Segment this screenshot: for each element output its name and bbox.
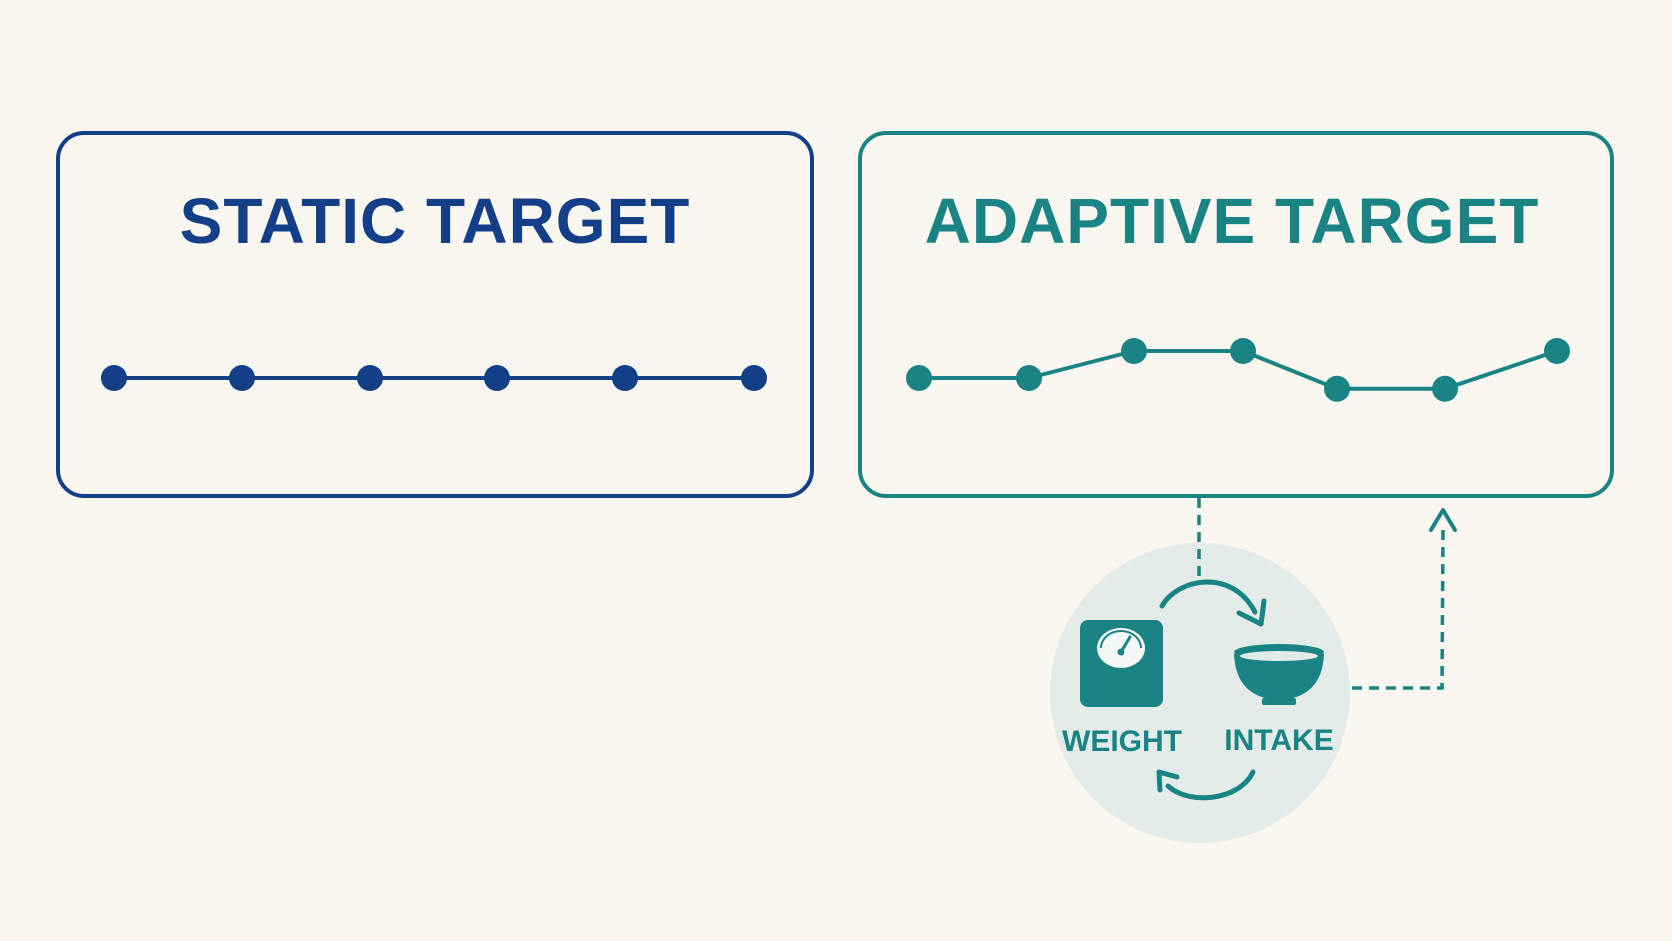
cycle-arrow-top-head-icon: [1236, 598, 1267, 627]
adaptive-target-line: [906, 338, 1570, 402]
cycle-arrow-top-icon: [1159, 579, 1258, 615]
adaptive-target-point-6: [1432, 375, 1458, 402]
static-target-point-2: [229, 365, 255, 391]
up-arrow-head-icon: [1429, 508, 1457, 532]
adaptive-panel-frame: [858, 131, 1614, 498]
adaptive-target-point-3: [1121, 338, 1147, 364]
cycle-arrow-bottom-icon: [1165, 769, 1256, 801]
adaptive-target-point-4: [1230, 338, 1256, 364]
static-target-line: [101, 365, 767, 391]
feedback-cycle: WEIGHT INTAKE: [1050, 498, 1457, 843]
scale-icon: [1080, 620, 1163, 707]
adaptive-target-point-1: [906, 365, 932, 391]
adaptive-target-panel: ADAPTIVE TARGET: [858, 131, 1614, 498]
weight-label: WEIGHT: [1062, 725, 1182, 758]
static-target-point-4: [484, 365, 510, 391]
static-target-point-5: [612, 365, 638, 391]
cycle-arrow-bottom-head-icon: [1156, 769, 1180, 793]
feedback-circle: [1050, 543, 1350, 843]
static-target-point-6: [741, 365, 767, 391]
adaptive-target-point-5: [1324, 375, 1350, 402]
adaptive-target-point-7: [1544, 338, 1570, 364]
static-target-point-1: [101, 365, 127, 391]
static-panel-frame: [56, 131, 814, 498]
static-target-point-3: [357, 365, 383, 391]
dashed-connector-up: [1352, 527, 1445, 690]
static-target-panel: STATIC TARGET: [56, 131, 814, 498]
static-panel-title: STATIC TARGET: [180, 185, 691, 257]
adaptive-panel-title: ADAPTIVE TARGET: [925, 185, 1540, 257]
intake-label: INTAKE: [1224, 724, 1333, 757]
bowl-icon: [1234, 644, 1324, 705]
adaptive-target-point-2: [1016, 365, 1042, 391]
